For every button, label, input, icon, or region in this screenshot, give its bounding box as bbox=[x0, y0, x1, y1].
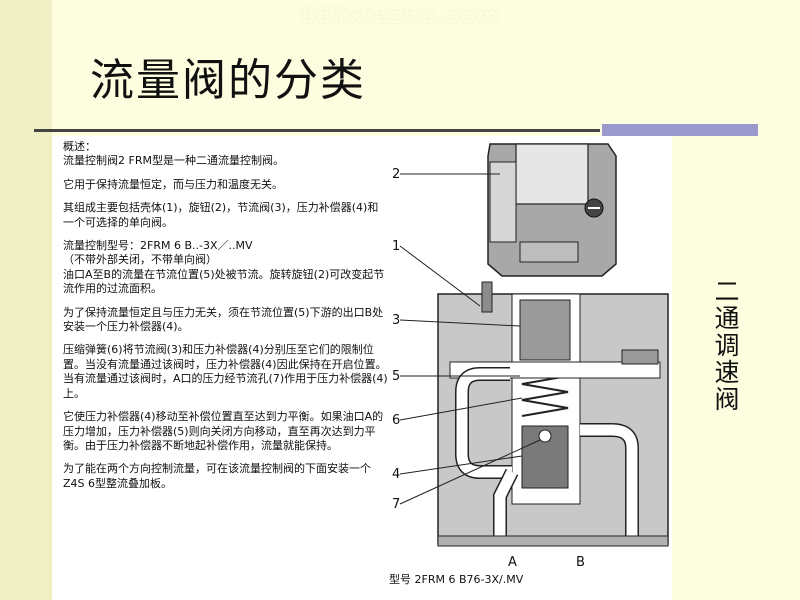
leader-7 bbox=[399, 439, 541, 505]
leader-1 bbox=[399, 245, 481, 307]
port-b-label: B bbox=[576, 555, 585, 570]
watermark: 86jixiezhu.com bbox=[300, 4, 500, 29]
callout-6: 6 bbox=[392, 413, 400, 428]
title-rule-accent bbox=[602, 124, 758, 136]
title-rule bbox=[34, 129, 600, 132]
callout-7: 7 bbox=[392, 497, 400, 512]
paragraph-balance: 它使压力补偿器(4)移动至补偿位置直至达到力平衡。如果油口A的压力增加，压力补偿… bbox=[63, 410, 384, 452]
port-a-label: A bbox=[508, 555, 517, 570]
guide-pin bbox=[481, 281, 493, 313]
callout-3: 3 bbox=[392, 313, 400, 328]
description-text: 概述： 流量控制阀2 FRM型是一种二通流量控制阀。 它用于保持流量恒定，而与压… bbox=[63, 140, 389, 500]
paragraph-components: 其组成主要包括壳体(1)，旋钮(2)，节流阀(3)，压力补偿器(4)和一个可选择… bbox=[63, 201, 379, 229]
base-plate bbox=[437, 535, 669, 547]
callout-4: 4 bbox=[392, 467, 400, 482]
knob-cap bbox=[515, 143, 589, 205]
paragraph-spring: 压缩弹簧(6)将节流阀(3)和压力补偿器(4)分别压至它们的限制位置。当没有流量… bbox=[63, 343, 388, 400]
orifice-hole bbox=[538, 429, 552, 443]
callout-2: 2 bbox=[392, 167, 400, 182]
left-band bbox=[0, 0, 52, 600]
leader-4 bbox=[399, 455, 523, 475]
leader-6 bbox=[399, 397, 523, 421]
knob-side bbox=[489, 161, 517, 243]
side-label: 二通调速阀 bbox=[711, 278, 740, 413]
paragraph-model: 流量控制型号：2FRM 6 B..-3X／..MV （不带外部关闭，不带单向阀）… bbox=[63, 239, 385, 296]
paragraph-overview: 概述： 流量控制阀2 FRM型是一种二通流量控制阀。 bbox=[63, 140, 284, 168]
throttle-spool bbox=[519, 299, 571, 361]
valve-cross-section-diagram: 2 1 3 5 6 4 7 A B bbox=[392, 143, 669, 570]
leader-3 bbox=[399, 319, 521, 327]
paragraph-compensator: 为了保持流量恒定且与压力无关，须在节流位置(5)下游的出口B处安装一个压力补偿器… bbox=[63, 305, 384, 334]
callout-5: 5 bbox=[392, 369, 400, 384]
slide-title: 流量阀的分类 bbox=[90, 55, 366, 106]
neck-nut bbox=[519, 241, 579, 263]
callout-1: 1 bbox=[392, 239, 400, 254]
paragraph-purpose: 它用于保持流量恒定，而与压力和温度无关。 bbox=[63, 177, 283, 191]
diagram-caption: 型号 2FRM 6 B76-3X/.MV bbox=[389, 573, 524, 586]
paragraph-bidirectional: 为了能在两个方向控制流量，可在该流量控制阀的下面安装一个Z4S 6型整流叠加板。 bbox=[63, 462, 371, 490]
side-pin bbox=[621, 349, 659, 365]
